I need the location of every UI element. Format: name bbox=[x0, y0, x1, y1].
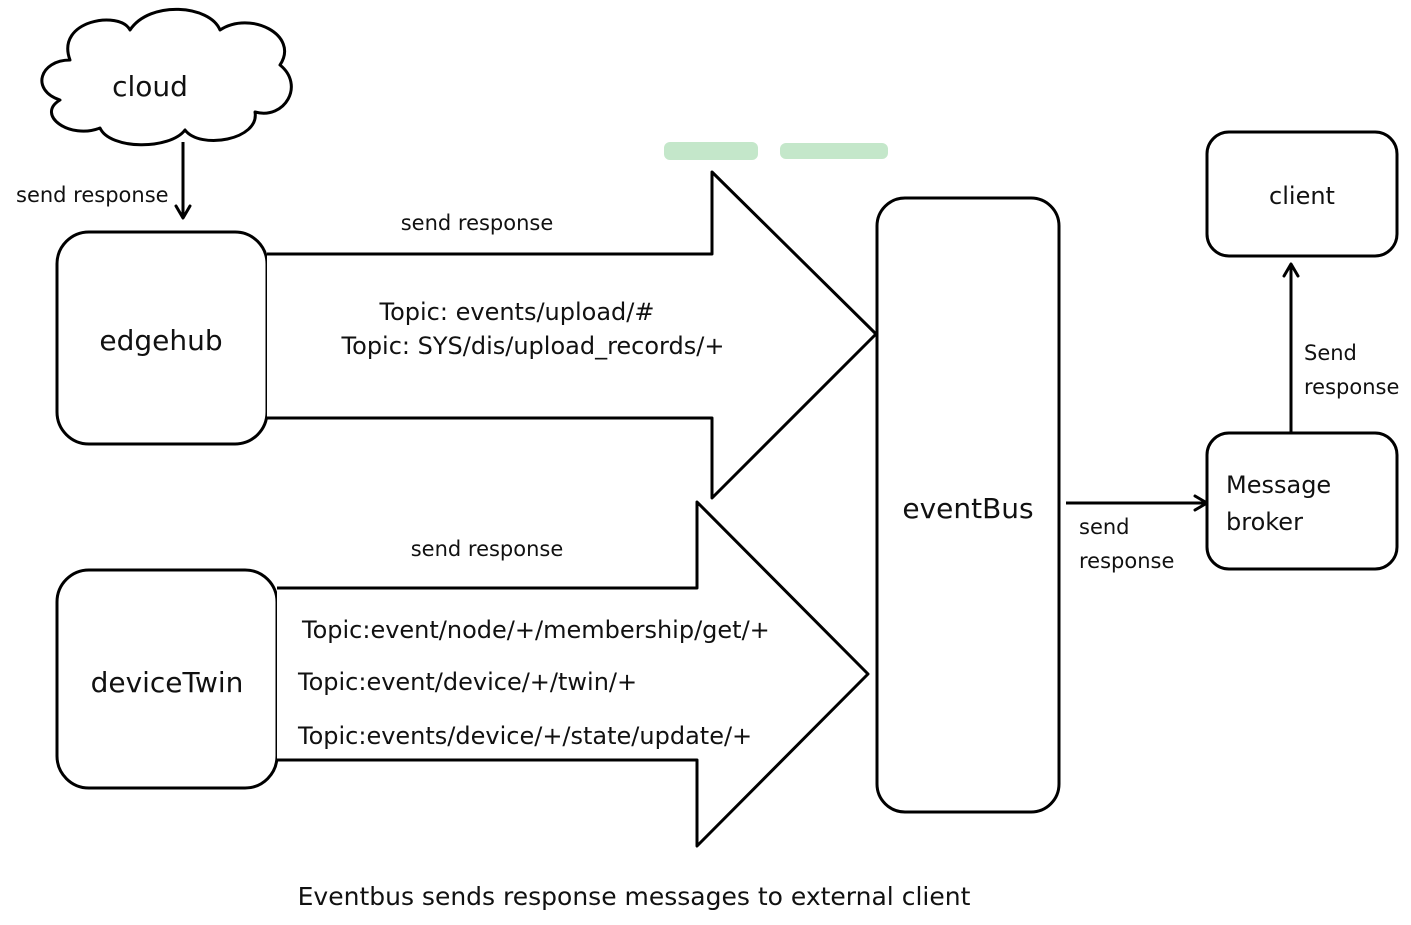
eventbus-label: eventBus bbox=[902, 492, 1033, 525]
edgehub-arrow-label: send response bbox=[401, 211, 554, 235]
eventbus-node: eventBus bbox=[875, 196, 1061, 814]
edgehub-node: edgehub bbox=[55, 230, 269, 446]
devicetwin-topic-3: Topic:events/device/+/state/update/+ bbox=[297, 722, 752, 750]
cloud-to-edgehub-label: send response bbox=[16, 183, 169, 207]
devicetwin-node: deviceTwin bbox=[55, 568, 279, 790]
eventbus-to-broker-arrow: send response bbox=[1066, 494, 1209, 573]
devicetwin-to-eventbus-arrow: send response Topic:event/node/+/members… bbox=[277, 500, 870, 848]
broker-to-client-label-1: Send bbox=[1304, 341, 1357, 365]
eventbus-to-broker-label-1: send bbox=[1079, 515, 1130, 539]
edgehub-topic-2: Topic: SYS/dis/upload_records/+ bbox=[341, 332, 725, 360]
cloud-label: cloud bbox=[112, 70, 188, 103]
client-label: client bbox=[1269, 182, 1335, 210]
diagram-caption: Eventbus sends response messages to exte… bbox=[298, 882, 971, 911]
edgehub-to-eventbus-arrow: send response Topic: events/upload/# Top… bbox=[267, 170, 878, 500]
watermark bbox=[664, 142, 888, 160]
devicetwin-arrow-label: send response bbox=[411, 537, 564, 561]
eventbus-to-broker-label-2: response bbox=[1079, 549, 1174, 573]
cloud-shape bbox=[40, 7, 293, 147]
broker-to-client-label-2: response bbox=[1304, 375, 1399, 399]
message-broker-node: Message broker bbox=[1205, 431, 1399, 571]
message-broker-label-1: Message bbox=[1226, 471, 1331, 499]
devicetwin-topic-2: Topic:event/device/+/twin/+ bbox=[297, 668, 637, 696]
edgehub-label: edgehub bbox=[99, 324, 222, 357]
cloud-node: cloud bbox=[40, 7, 293, 147]
devicetwin-topic-1: Topic:event/node/+/membership/get/+ bbox=[301, 616, 770, 644]
message-broker-label-2: broker bbox=[1226, 508, 1303, 536]
edgehub-topic-1: Topic: events/upload/# bbox=[379, 298, 655, 326]
client-node: client bbox=[1205, 130, 1399, 258]
cloud-to-edgehub-arrow: send response bbox=[16, 142, 192, 220]
broker-to-client-arrow: Send response bbox=[1282, 262, 1399, 433]
devicetwin-label: deviceTwin bbox=[91, 666, 244, 699]
